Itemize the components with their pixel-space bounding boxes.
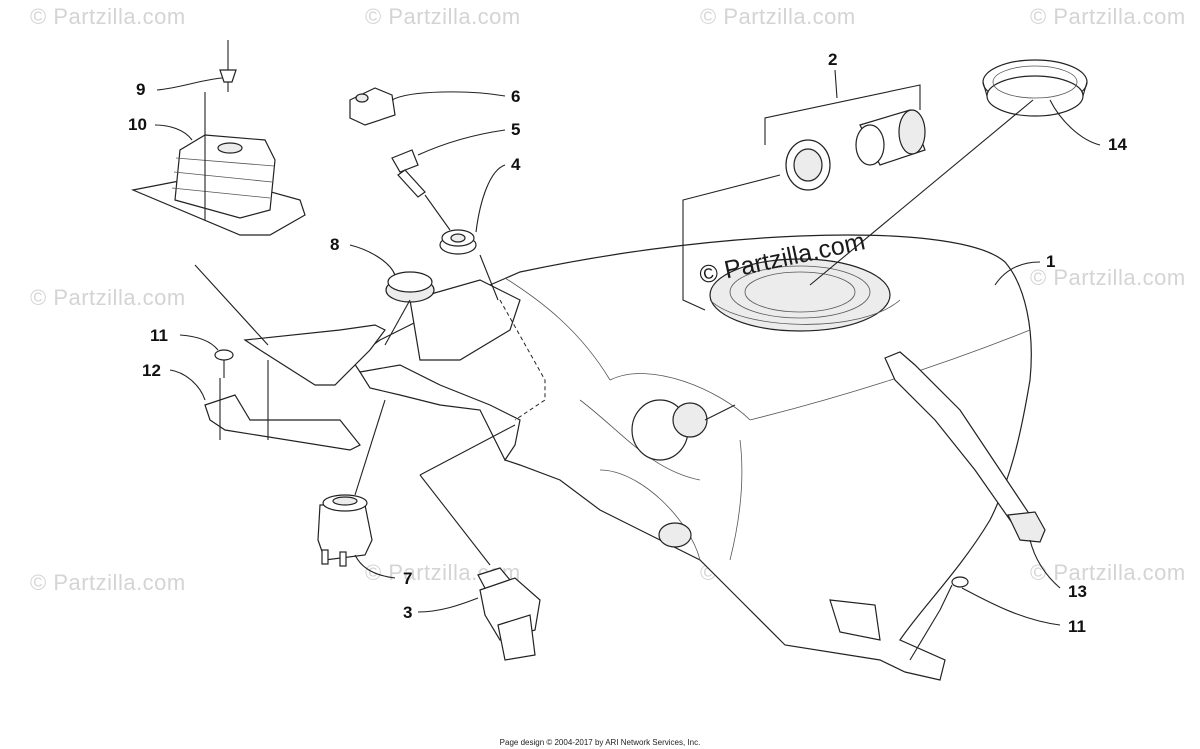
bracket-part-12 [204, 324, 386, 451]
sensor-part-3 [477, 567, 541, 661]
callout-1: 1 [1046, 252, 1056, 271]
callout-3: 3 [403, 603, 413, 622]
ignition-switch-part-7 [317, 494, 373, 567]
leader-lines [154, 69, 1101, 661]
fuel-tank-part [351, 234, 1032, 681]
ring-part-8 [385, 271, 435, 303]
callout-10: 10 [128, 115, 147, 134]
watermark: © Partzilla.com [700, 4, 856, 29]
callout-11-left: 11 [150, 326, 168, 345]
watermark: © Partzilla.com [1030, 265, 1186, 290]
watermark: © Partzilla.com [30, 4, 186, 29]
callout-13: 13 [1068, 582, 1087, 601]
watermark: © Partzilla.com [1030, 560, 1186, 585]
ring-part-14 [982, 59, 1088, 117]
watermark: © Partzilla.com [30, 570, 186, 595]
callout-4: 4 [511, 155, 521, 174]
key-fob-part-6 [349, 87, 396, 126]
watermark: © Partzilla.com [365, 4, 521, 29]
footer-copyright: Page design © 2004-2017 by ARI Network S… [499, 738, 701, 747]
tank-strap-part [884, 351, 1046, 543]
callout-11-right: 11 [1068, 617, 1086, 636]
watermark: © Partzilla.com [1030, 4, 1186, 29]
callout-8: 8 [330, 235, 340, 254]
callout-12: 12 [142, 361, 161, 380]
callout-9: 9 [136, 80, 146, 99]
nut-part-4 [439, 229, 477, 255]
rivet-part-9 [219, 40, 237, 92]
shifter-boot-part-10 [130, 134, 306, 236]
callout-14: 14 [1108, 135, 1127, 154]
watermark: © Partzilla.com [30, 285, 186, 310]
callout-2: 2 [828, 50, 838, 69]
callout-7: 7 [403, 569, 413, 588]
callout-6: 6 [511, 87, 521, 106]
fuel-cap-assembly-part [785, 109, 926, 191]
screw-part-11a [214, 349, 234, 378]
key-part-5 [391, 149, 426, 198]
screw-part-11b [939, 576, 969, 611]
callout-5: 5 [511, 120, 521, 139]
